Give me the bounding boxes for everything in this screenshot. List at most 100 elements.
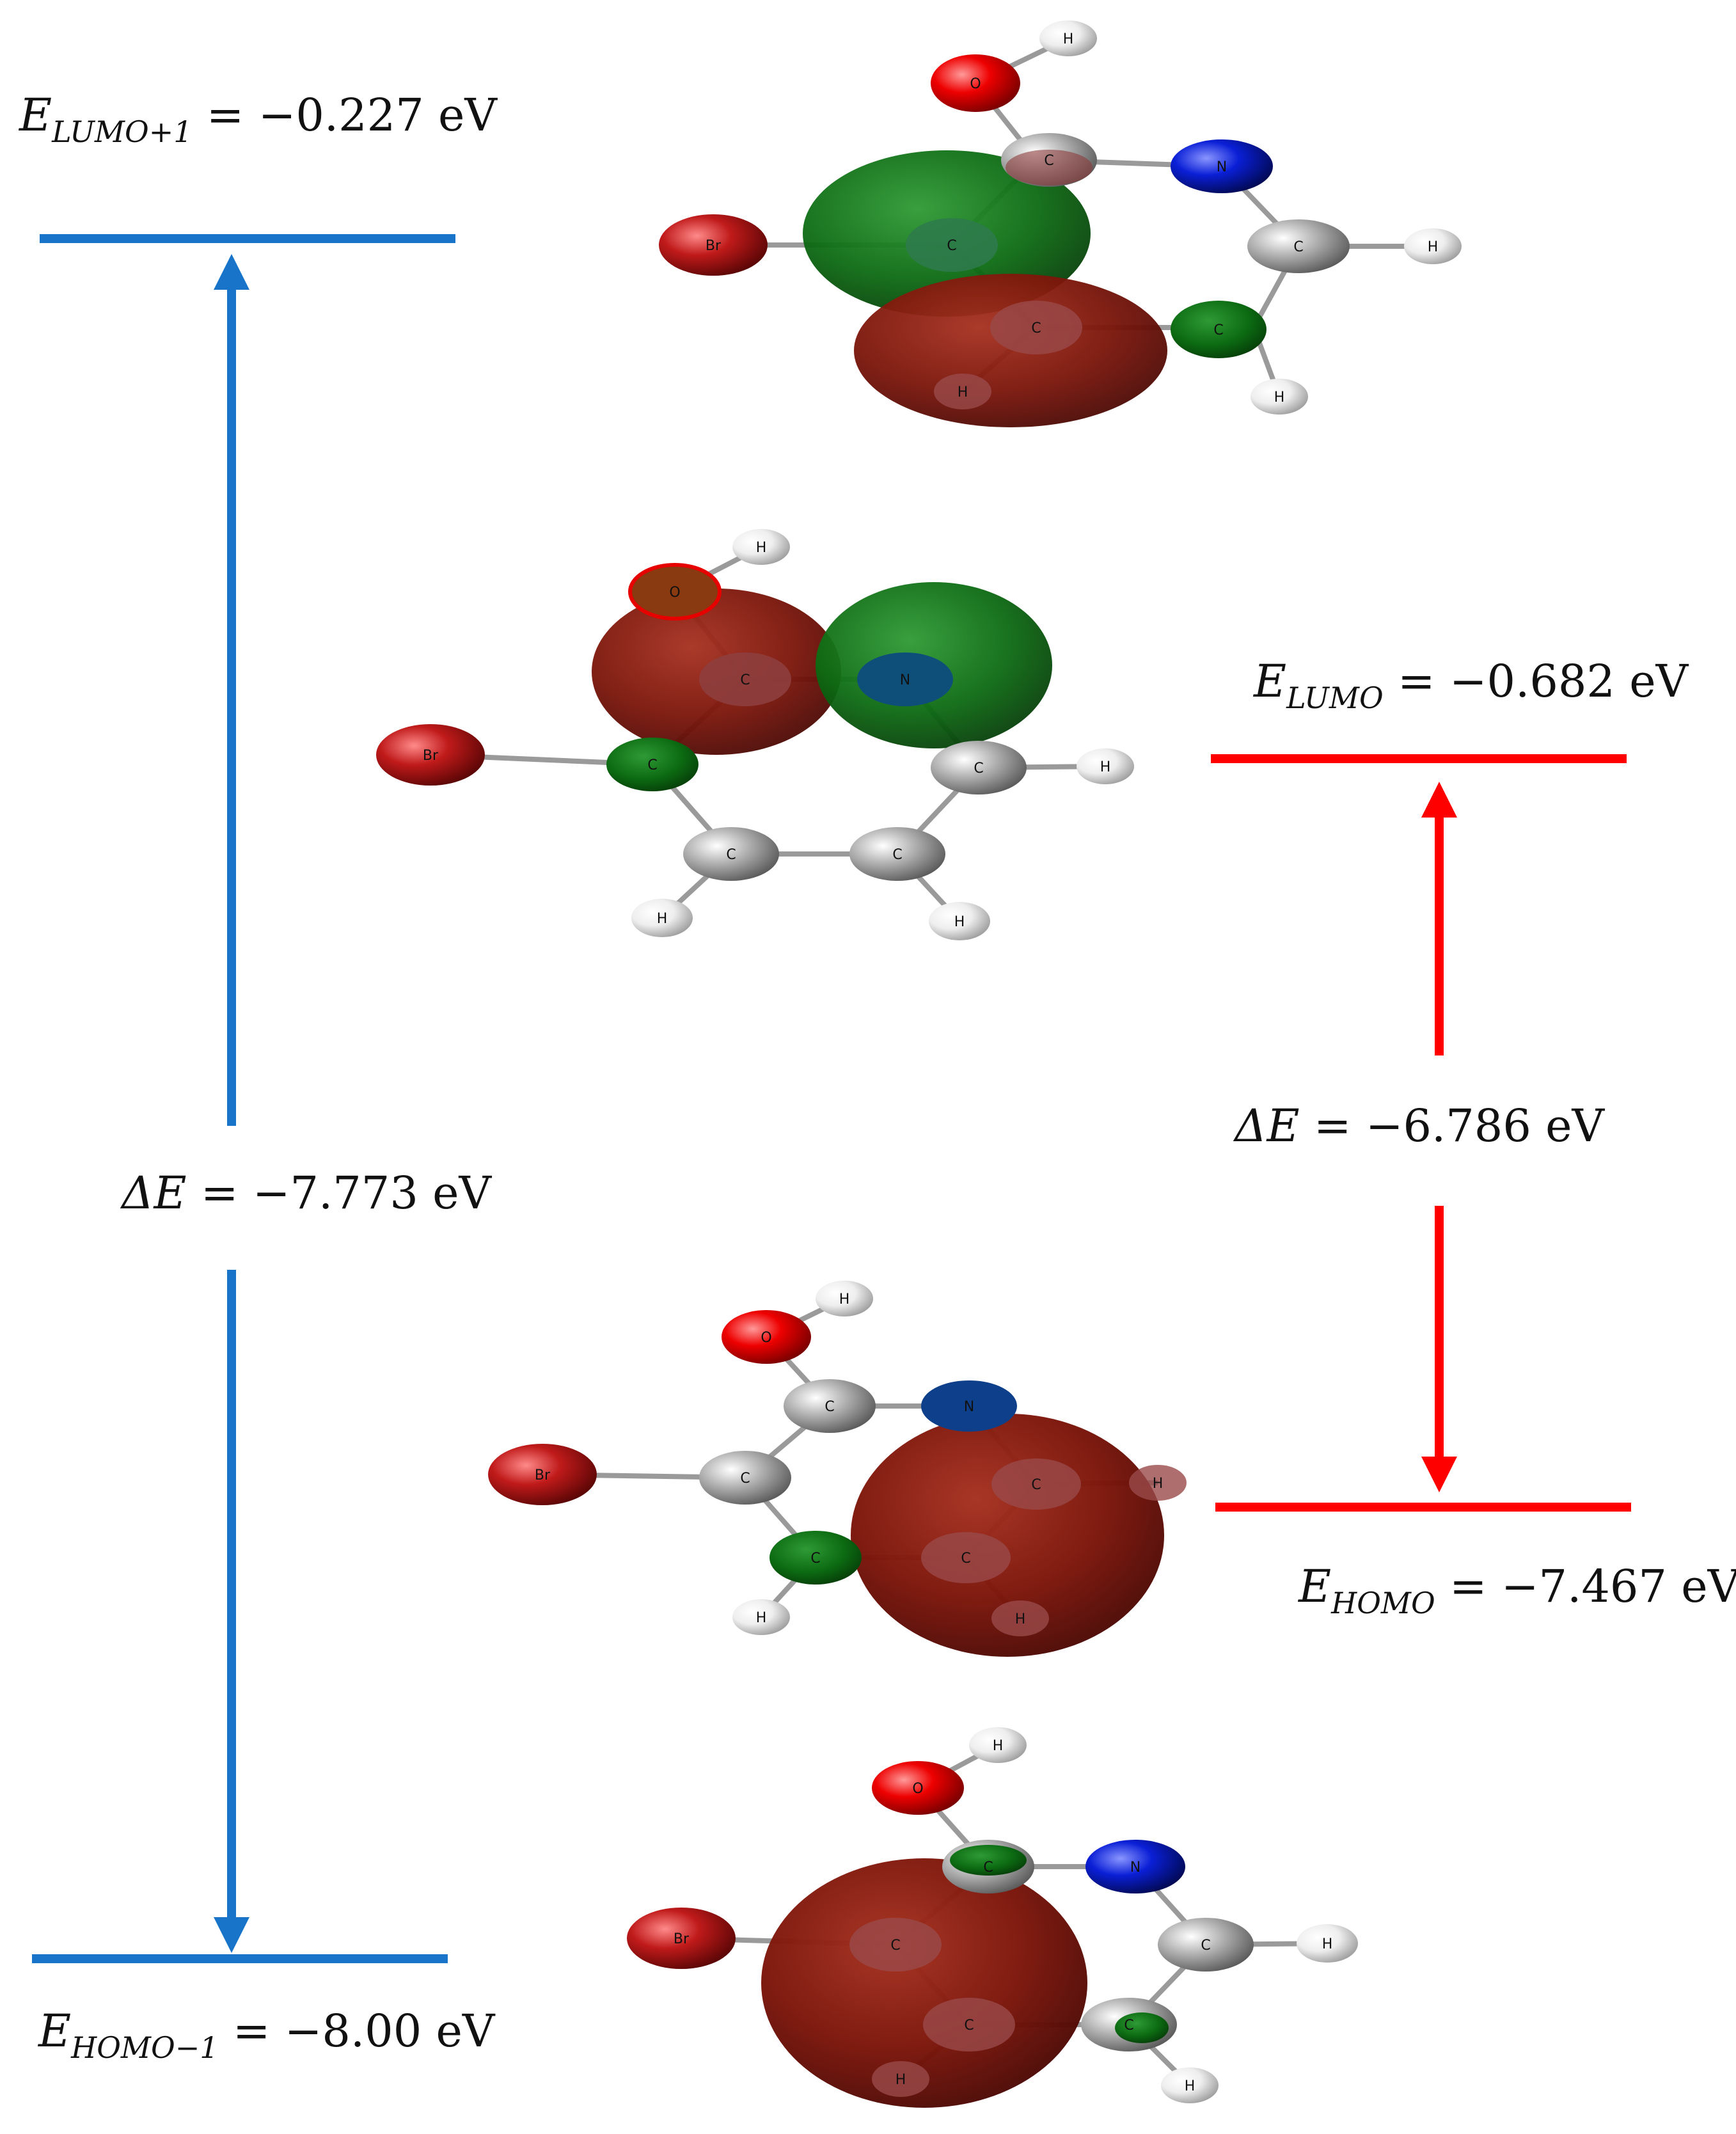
- atom-label: H: [1185, 2078, 1195, 2094]
- atom-label: H: [1153, 1476, 1164, 1492]
- homo-energy-label: EHOMO = −7.467 eV: [1298, 1564, 1736, 1618]
- atom-label: N: [1217, 159, 1227, 175]
- atom-nitrogen: [1171, 139, 1273, 193]
- orbital-lobe-negative-small: [1171, 301, 1266, 358]
- atom-oxygen: [931, 54, 1020, 112]
- atom-label: H: [958, 384, 968, 400]
- atom-label: C: [1213, 322, 1223, 338]
- atom-carbon-4: [923, 1998, 1015, 2051]
- atom-hydrogen-4: [1161, 2067, 1219, 2103]
- atom-label: Br: [535, 1467, 551, 1483]
- left-gap-label: ΔE = −7.773 eV: [122, 1171, 491, 1215]
- atom-label: O: [912, 1781, 923, 1797]
- atom-label: C: [961, 1551, 970, 1567]
- atom-hydrogen-2: [1129, 1465, 1187, 1501]
- atom-hydrogen: [969, 1727, 1027, 1763]
- atom-hydrogen-3: [872, 2061, 929, 2097]
- atom-carbon-2: [849, 1918, 942, 1972]
- atom-hydrogen: [816, 1281, 873, 1316]
- orbital-lobe-positive: [851, 1414, 1164, 1657]
- atom-label: Br: [423, 748, 439, 764]
- atom-label: C: [892, 847, 902, 863]
- homo-value: −7.467 eV: [1501, 1560, 1736, 1613]
- atom-label: H: [756, 540, 767, 556]
- atom-label: O: [669, 585, 680, 601]
- homo-orbital-molecule: O H C N Br C C H C C H H: [488, 1281, 1187, 1657]
- orbital-lobe-positive: [761, 1858, 1087, 2108]
- atom-label: C: [983, 1860, 993, 1876]
- lumo-value: −0.682 eV: [1449, 655, 1689, 707]
- atom-carbon-3: [1247, 219, 1350, 273]
- homo-minus-1-value: −8.00 eV: [284, 2005, 495, 2057]
- atom-label: C: [964, 2018, 974, 2034]
- atom-label: H: [756, 1610, 767, 1626]
- atom-bromine: [627, 1908, 736, 1969]
- homo-minus-1-subscript: HOMO−1: [71, 2030, 219, 2065]
- right-gap-symbol: ΔE: [1235, 1100, 1300, 1152]
- atom-carbon-5: [849, 827, 945, 881]
- atom-label: O: [970, 76, 981, 92]
- atom-hydrogen-4: [929, 902, 990, 940]
- atom-label: C: [1031, 320, 1041, 336]
- atom-label: H: [896, 2072, 906, 2088]
- atom-label: O: [761, 1330, 771, 1346]
- atom-nitrogen: [857, 652, 953, 706]
- atom-label: C: [825, 1399, 834, 1415]
- atom-label: C: [810, 1551, 820, 1567]
- atom-hydrogen-3: [1251, 379, 1308, 415]
- atom-label: C: [1044, 153, 1053, 169]
- atom-carbon-4: [683, 827, 779, 881]
- atom-bromine: [488, 1444, 597, 1505]
- atom-label: H: [839, 1292, 850, 1308]
- atom-bromine: [659, 214, 768, 276]
- atom-label: N: [900, 672, 910, 688]
- atom-label: C: [1031, 1477, 1041, 1493]
- atom-carbon-2: [606, 738, 698, 791]
- atom-nitrogen: [1085, 1840, 1185, 1893]
- right-energy-diagram: [1211, 754, 1631, 1512]
- left-gap-equals: =: [186, 1167, 253, 1219]
- lumo-plus-1-equals: =: [192, 89, 258, 141]
- atom-label: Br: [706, 238, 722, 254]
- atom-hydrogen: [732, 529, 790, 565]
- atom-label: N: [964, 1399, 974, 1415]
- atom-carbon-2: [699, 1451, 791, 1505]
- atom-label: C: [740, 672, 750, 688]
- homo-minus-1-symbol: E: [38, 2005, 72, 2057]
- lumo-plus-1-symbol: E: [19, 89, 52, 141]
- atom-hydrogen: [1039, 20, 1097, 56]
- atom-carbon: [699, 652, 791, 706]
- atom-carbon-5-lobe: [1115, 2012, 1169, 2043]
- lumo-plus-1-subscript: LUMO+1: [52, 115, 193, 149]
- atom-carbon-lobe: [950, 1845, 1027, 1876]
- atom-label: C: [947, 238, 956, 254]
- atom-carbon-3: [931, 741, 1027, 794]
- atom-label: Br: [674, 1931, 690, 1947]
- atom-carbon-5: [921, 1532, 1011, 1583]
- atom-label: H: [993, 1738, 1004, 1754]
- homo-equals: =: [1435, 1560, 1501, 1613]
- right-gap-value: −6.786 eV: [1365, 1100, 1605, 1152]
- homo-symbol: E: [1298, 1560, 1332, 1613]
- atom-carbon-4: [769, 1531, 862, 1585]
- left-energy-diagram: [32, 234, 455, 1963]
- left-gap-value: −7.773 eV: [252, 1167, 492, 1219]
- atom-carbon-3: [991, 1458, 1081, 1510]
- atom-carbon-lobe: [1006, 150, 1093, 186]
- atom-hydrogen-2: [1297, 1924, 1358, 1963]
- lumo-subscript: LUMO: [1286, 681, 1384, 715]
- atom-label: C: [1201, 1938, 1210, 1954]
- lumo-plus-1-value: −0.227 eV: [258, 89, 497, 141]
- atom-label: C: [974, 761, 983, 777]
- right-gap-equals: =: [1299, 1100, 1366, 1152]
- homo-subscript: HOMO: [1331, 1586, 1435, 1620]
- atom-oxygen: [722, 1310, 811, 1364]
- lumo-energy-label: ELUMO = −0.682 eV: [1254, 659, 1688, 713]
- atom-label: H: [1063, 31, 1074, 47]
- homo-minus-1-orbital-molecule: O H C N Br C C H C C H H: [627, 1727, 1358, 2108]
- atom-carbon-2: [906, 218, 998, 272]
- atom-label: H: [1322, 1936, 1333, 1952]
- lumo-plus-1-energy-label: ELUMO+1 = −0.227 eV: [19, 93, 497, 146]
- atom-bromine: [376, 724, 485, 786]
- atom-carbon: [784, 1379, 876, 1433]
